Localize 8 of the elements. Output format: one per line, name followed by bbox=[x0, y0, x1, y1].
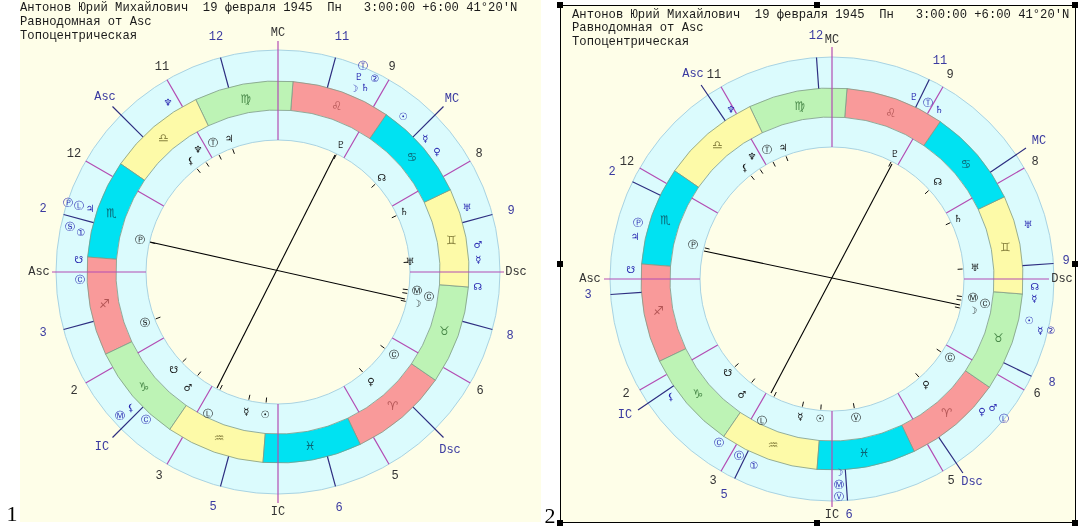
chart-header-text: Равнодомная от Asc bbox=[572, 21, 704, 35]
panel-number: 2 bbox=[544, 505, 556, 527]
chart-header-text: Равнодомная от Asc bbox=[20, 15, 152, 29]
chart-header-text: Антонов Юрий Михайлович 19 февраля 1945 Пн 3:00:00 +6:00 41°20'N bbox=[572, 8, 1070, 22]
chart-header-text: Антонов Юрий Михайлович 19 февраля 1945 Пн 3:00:00 +6:00 41°20'N bbox=[20, 1, 518, 15]
panel-number: 1 bbox=[6, 503, 18, 525]
house-number: 12 bbox=[808, 30, 824, 42]
house-number: 3 bbox=[584, 289, 592, 301]
